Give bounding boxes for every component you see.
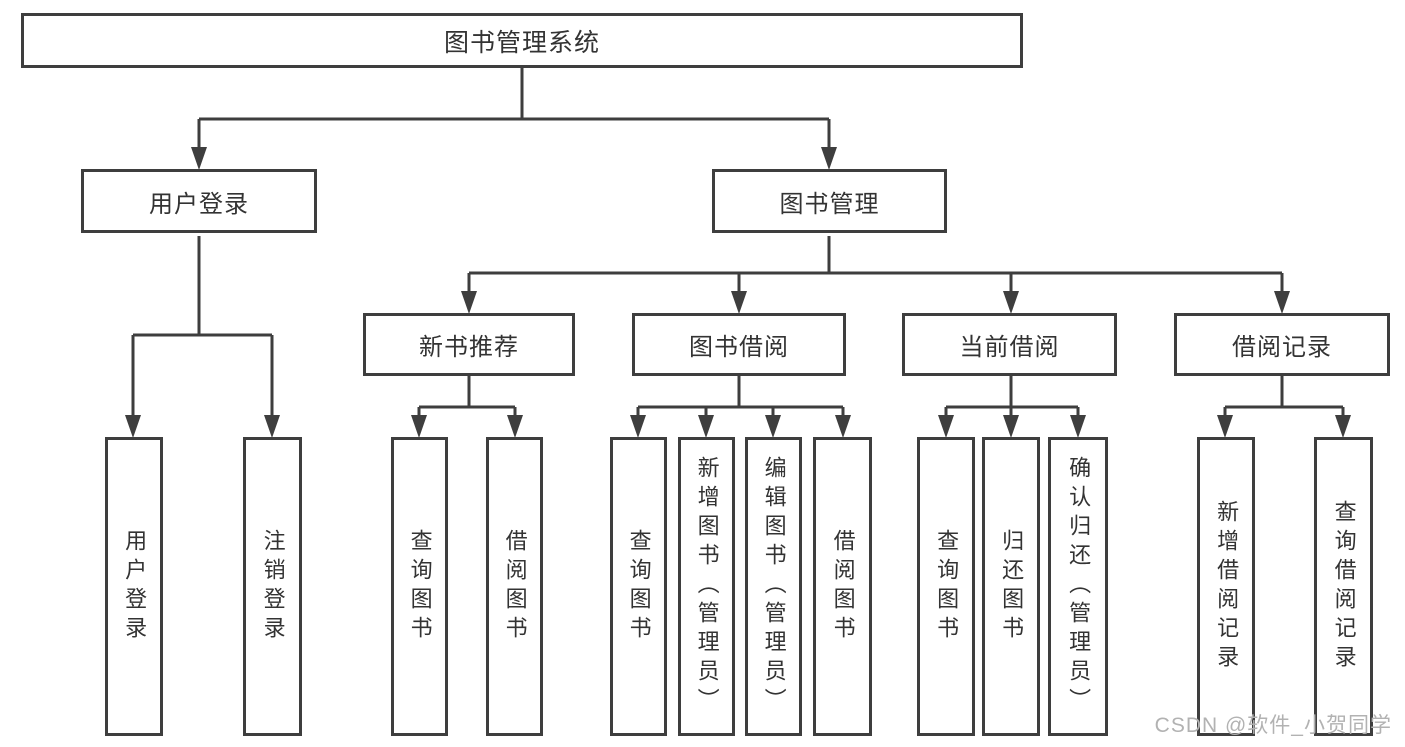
node-user-login: 用户登录 — [81, 169, 317, 233]
leaf-query-books-recommend: 查询图书 — [391, 437, 448, 736]
node-book-management: 图书管理 — [712, 169, 947, 233]
leaf-user-login: 用户登录 — [105, 437, 163, 736]
leaf-borrow-books-recommend: 借阅图书 — [486, 437, 543, 736]
leaf-borrow-books-borrowing: 借阅图书 — [813, 437, 872, 736]
leaf-add-books-admin: 新增图书（管理员） — [678, 437, 735, 736]
node-borrowing-records: 借阅记录 — [1174, 313, 1390, 376]
leaf-logout: 注销登录 — [243, 437, 302, 736]
node-book-borrowing: 图书借阅 — [632, 313, 846, 376]
node-current-borrowing: 当前借阅 — [902, 313, 1117, 376]
node-new-book-recommendation: 新书推荐 — [363, 313, 575, 376]
leaf-confirm-return-admin: 确认归还（管理员） — [1048, 437, 1108, 736]
leaf-add-borrow-record: 新增借阅记录 — [1197, 437, 1255, 736]
leaf-return-books: 归还图书 — [982, 437, 1040, 736]
leaf-edit-books-admin: 编辑图书（管理员） — [745, 437, 802, 736]
leaf-query-books-borrowing: 查询图书 — [610, 437, 667, 736]
leaf-query-borrow-record: 查询借阅记录 — [1314, 437, 1373, 736]
leaf-query-books-current: 查询图书 — [917, 437, 975, 736]
node-library-management-system: 图书管理系统 — [21, 13, 1023, 68]
